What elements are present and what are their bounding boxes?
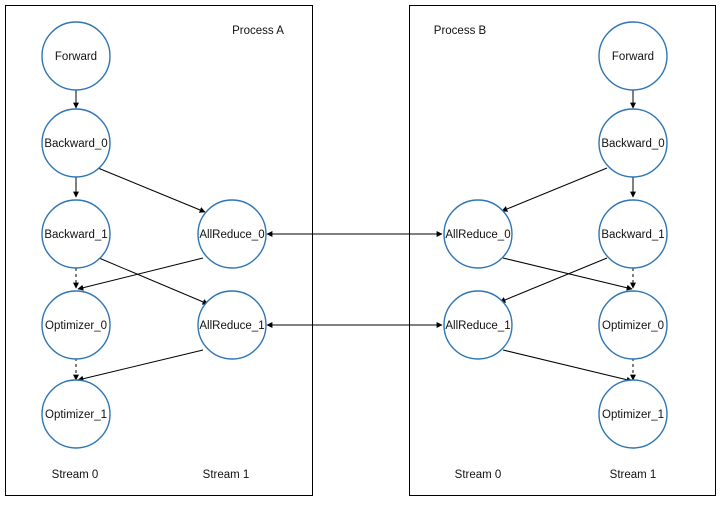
process-a-box — [5, 5, 313, 496]
label-b-allreduce-0: AllReduce_0 — [445, 229, 510, 241]
label-a-optimizer-0: Optimizer_0 — [45, 320, 107, 332]
cross-process-edges — [266, 231, 443, 328]
edge-b-backward1-allreduce1 — [499, 257, 608, 303]
process-b-node-labels: Forward Backward_0 Backward_1 Optimizer_… — [445, 51, 664, 421]
node-a-allreduce-0 — [197, 199, 267, 269]
node-b-optimizer-1 — [598, 379, 668, 449]
label-b-forward: Forward — [612, 51, 654, 63]
process-a-node-labels: Forward Backward_0 Backward_1 Optimizer_… — [44, 51, 264, 421]
process-a-stream-1-label: Stream 1 — [203, 469, 250, 481]
label-a-optimizer-1: Optimizer_1 — [45, 409, 107, 421]
node-b-optimizer-0 — [598, 290, 668, 360]
label-b-allreduce-1: AllReduce_1 — [445, 320, 510, 332]
process-b-nodes — [443, 21, 668, 449]
node-a-backward-0 — [41, 108, 111, 178]
node-b-backward-1 — [598, 199, 668, 269]
node-a-forward — [41, 21, 111, 91]
edge-b-allreduce1-optimizer1 — [502, 349, 633, 383]
node-b-allreduce-0 — [443, 199, 513, 269]
process-b-stream-1-label: Stream 1 — [610, 469, 657, 481]
node-a-allreduce-1 — [197, 290, 267, 360]
label-a-forward: Forward — [55, 51, 97, 63]
label-b-backward-0: Backward_0 — [601, 138, 664, 150]
edge-b-allreduce0-optimizer0 — [502, 257, 633, 291]
node-a-optimizer-1 — [41, 379, 111, 449]
label-a-allreduce-1: AllReduce_1 — [199, 320, 264, 332]
node-a-backward-1 — [41, 199, 111, 269]
label-b-optimizer-1: Optimizer_1 — [602, 409, 664, 421]
edge-a-backward0-allreduce0 — [97, 167, 206, 213]
edge-b-backward0-allreduce0 — [501, 167, 608, 212]
process-b-title: Process B — [434, 25, 487, 37]
process-a-stream-0-label: Stream 0 — [52, 469, 99, 481]
edge-a-allreduce0-optimizer0 — [77, 257, 204, 291]
label-a-backward-1: Backward_1 — [44, 229, 107, 241]
process-b-stream-0-label: Stream 0 — [455, 469, 502, 481]
label-b-optimizer-0: Optimizer_0 — [602, 320, 664, 332]
label-a-allreduce-0: AllReduce_0 — [199, 229, 264, 241]
edge-a-backward1-allreduce1 — [98, 257, 209, 305]
process-a-nodes — [41, 21, 267, 449]
process-b-box — [409, 5, 716, 496]
label-a-backward-0: Backward_0 — [44, 138, 107, 150]
process-a-title: Process A — [232, 25, 284, 37]
process-b-edges — [499, 90, 636, 383]
process-a-edges — [73, 90, 209, 382]
node-b-forward — [598, 21, 668, 91]
label-b-backward-1: Backward_1 — [601, 229, 664, 241]
node-b-backward-0 — [598, 108, 668, 178]
node-a-optimizer-0 — [41, 290, 111, 360]
node-b-allreduce-1 — [443, 290, 513, 360]
edge-a-allreduce1-optimizer1 — [77, 349, 204, 382]
